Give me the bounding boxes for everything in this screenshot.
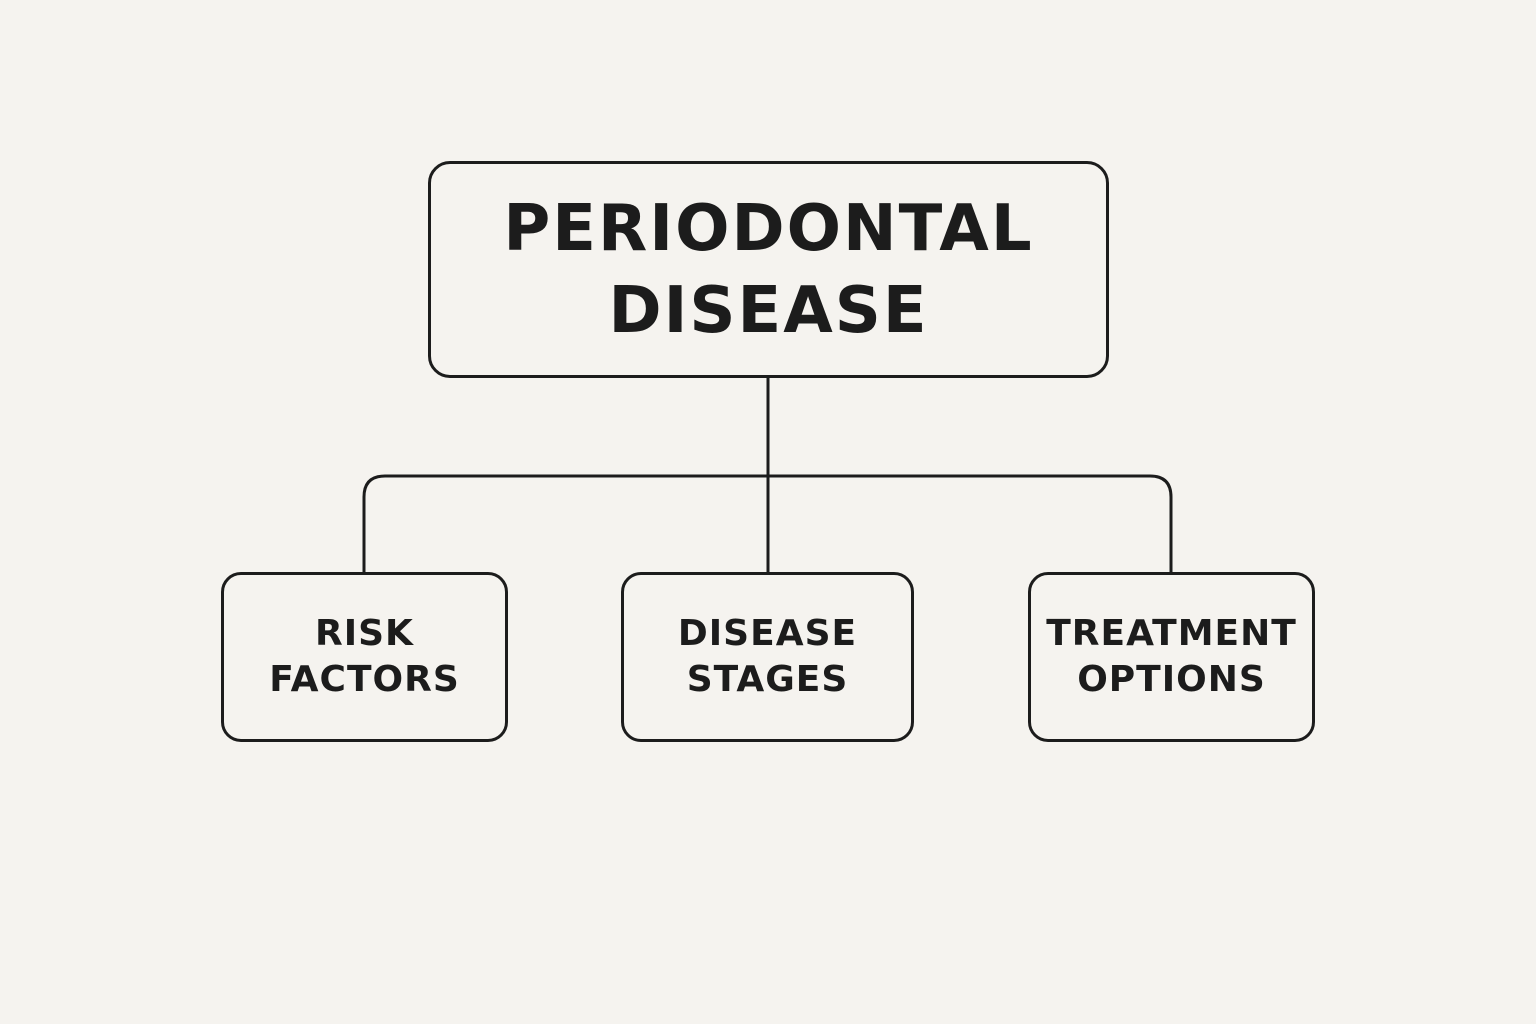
child-node-label-line-2: OPTIONS — [1077, 659, 1266, 700]
connector-horizontal-bar — [362, 474, 1173, 574]
child-node-label-line-2: STAGES — [686, 659, 849, 700]
child-node-label-line-1: TREATMENT — [1046, 613, 1297, 654]
child-node-label-line-2: FACTORS — [269, 659, 460, 700]
root-node-label-line-2: DISEASE — [608, 273, 929, 348]
child-node-label-line-1: DISEASE — [677, 613, 858, 654]
child-node-disease-stages: DISEASE STAGES — [621, 572, 914, 742]
root-node-periodontal-disease: PERIODONTAL DISEASE — [428, 161, 1109, 378]
child-node-label-line-1: RISK — [315, 613, 414, 654]
child-node-risk-factors: RISK FACTORS — [221, 572, 508, 742]
child-node-treatment-options: TREATMENT OPTIONS — [1028, 572, 1315, 742]
root-node-label-line-1: PERIODONTAL — [503, 191, 1034, 266]
